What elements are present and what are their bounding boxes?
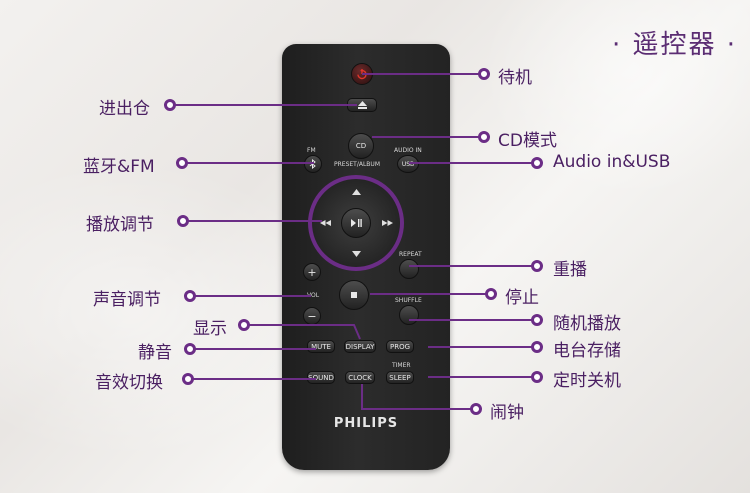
callout-dot-cd — [478, 131, 490, 143]
label-cd-mode: CD模式 — [498, 131, 557, 151]
skip-forward-icon — [381, 220, 393, 226]
label-standby: 待机 — [498, 68, 532, 88]
brand-logo: PHILIPS — [333, 416, 399, 431]
label-shuffle: 随机播放 — [553, 314, 621, 334]
callout-line-clock — [361, 384, 476, 410]
label-sound: 音效切换 — [95, 373, 163, 393]
repeat-button[interactable] — [399, 259, 419, 279]
stop-button[interactable] — [339, 280, 369, 310]
callout-dot-playback — [177, 215, 189, 227]
page-title: · 遥控器 · — [612, 30, 738, 60]
callout-dot-bt — [176, 157, 188, 169]
label-program: 电台存储 — [553, 341, 621, 361]
up-button[interactable] — [350, 187, 362, 197]
callout-dot-standby — [478, 68, 490, 80]
prog-button[interactable]: PROG — [386, 340, 414, 353]
repeat-label: REPEAT — [399, 251, 422, 258]
next-button[interactable] — [380, 217, 394, 229]
volume-up-button[interactable]: + — [303, 263, 321, 281]
remote-control: CD PRESET/ALBUM FM AUDIO IN USB REPEAT +… — [282, 44, 450, 470]
callout-dot-volume — [184, 290, 196, 302]
label-clock: 闹钟 — [490, 403, 524, 423]
arrow-down-icon — [351, 251, 361, 257]
label-bt-fm: 蓝牙&FM — [83, 157, 155, 177]
fm-label: FM — [307, 147, 316, 154]
label-display: 显示 — [193, 319, 227, 339]
previous-button[interactable] — [318, 217, 332, 229]
label-audio-usb: Audio in&USB — [553, 152, 671, 172]
callout-dot-clock — [470, 403, 482, 415]
sleep-button[interactable]: SLEEP — [386, 371, 414, 384]
cd-button[interactable]: CD — [348, 133, 374, 159]
callout-dot-mute — [184, 343, 196, 355]
callout-dot-eject — [164, 99, 176, 111]
label-stop: 停止 — [505, 288, 539, 308]
label-repeat: 重播 — [553, 260, 587, 280]
label-timer: 定时关机 — [553, 371, 621, 391]
timer-label: TIMER — [392, 362, 411, 369]
shuffle-label: SHUFFLE — [395, 297, 422, 304]
callout-dot-sound — [182, 373, 194, 385]
label-volume: 声音调节 — [93, 290, 161, 310]
preset-album-label: PRESET/ALBUM — [334, 161, 380, 168]
callout-dot-display — [238, 319, 250, 331]
eject-icon — [357, 101, 367, 109]
label-playback: 播放调节 — [86, 215, 154, 235]
callout-line-display — [244, 324, 361, 340]
callout-dot-timer — [531, 371, 543, 383]
playback-dpad — [308, 175, 404, 271]
arrow-up-icon — [351, 189, 361, 195]
stop-icon — [351, 292, 357, 298]
callout-dot-shuffle — [531, 314, 543, 326]
callout-dot-prog — [531, 341, 543, 353]
label-eject: 进出仓 — [99, 99, 150, 119]
label-mute: 静音 — [138, 343, 172, 363]
callout-dot-usb — [531, 157, 543, 169]
callout-dot-stop — [485, 288, 497, 300]
skip-back-icon — [319, 220, 331, 226]
sound-button[interactable]: SOUND — [307, 371, 335, 384]
audio-in-label: AUDIO IN — [394, 147, 422, 154]
clock-button[interactable]: CLOCK — [345, 371, 375, 384]
play-pause-button[interactable] — [341, 208, 371, 238]
display-button[interactable]: DISPLAY — [344, 340, 376, 353]
volume-label: VOL — [307, 292, 320, 299]
down-button[interactable] — [350, 249, 362, 259]
callout-dot-repeat — [531, 260, 543, 272]
play-pause-icon — [350, 219, 362, 227]
